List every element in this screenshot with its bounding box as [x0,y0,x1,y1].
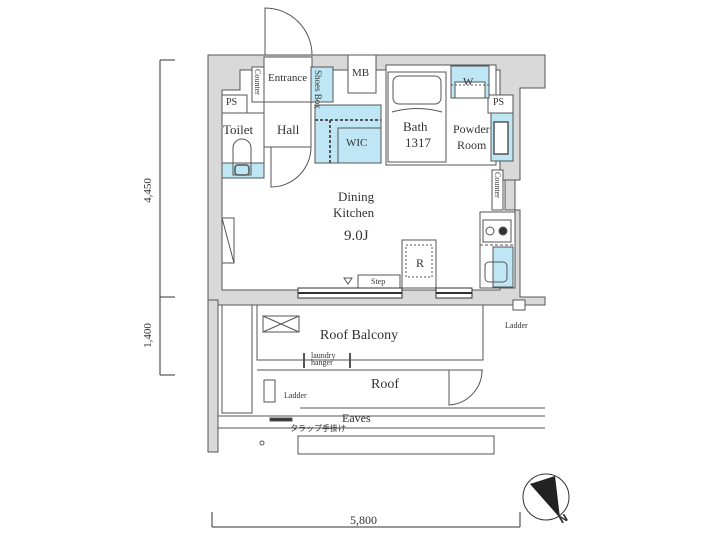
dimension-width: 5,800 [350,513,377,527]
room-label-counter-kitchen: Counter [493,172,502,198]
room-label-kitchen: Kitchen [333,205,375,220]
room-label-shoes-box: Shoes Box [313,70,323,109]
room-label-refrigerator: R [416,256,425,270]
room-label-bath-size: 1317 [405,135,431,150]
room-label-roof-balcony: Roof Balcony [320,328,399,343]
room-label-counter-entrance: Counter [253,69,262,95]
room-label-mb: MB [352,67,370,79]
room-label-w: W [463,76,474,88]
room-label-powder-2: Room [457,138,487,152]
room-label-ps-right: PS [493,97,505,108]
dimension-height-upper: 4,450 [141,178,154,203]
room-label-toilet: Toilet [223,122,254,137]
room-label-dining: Dining [338,189,375,204]
room-label-powder-1: Powder [453,122,490,136]
dimension-height-lower: 1,400 [141,323,154,348]
room-label-hall: Hall [277,122,300,137]
room-label-roof: Roof [371,377,399,392]
room-label-laundry: laundry [311,351,336,360]
label-trap-handle: タラップ手掛け [290,424,346,433]
room-label-dining-size: 9.0J [344,228,369,244]
label-ladder-right: Ladder [505,321,528,330]
room-label-hanger: hanger [311,358,333,367]
room-label-wic: WIC [346,137,368,149]
room-label-entrance: Entrance [268,72,308,84]
room-label-step: Step [371,277,386,286]
room-label-bath: Bath [403,119,428,134]
room-label-ps-left: PS [226,97,238,108]
label-eaves: Eaves [342,411,371,425]
label-ladder-left: Ladder [284,391,307,400]
compass-icon [522,473,570,521]
